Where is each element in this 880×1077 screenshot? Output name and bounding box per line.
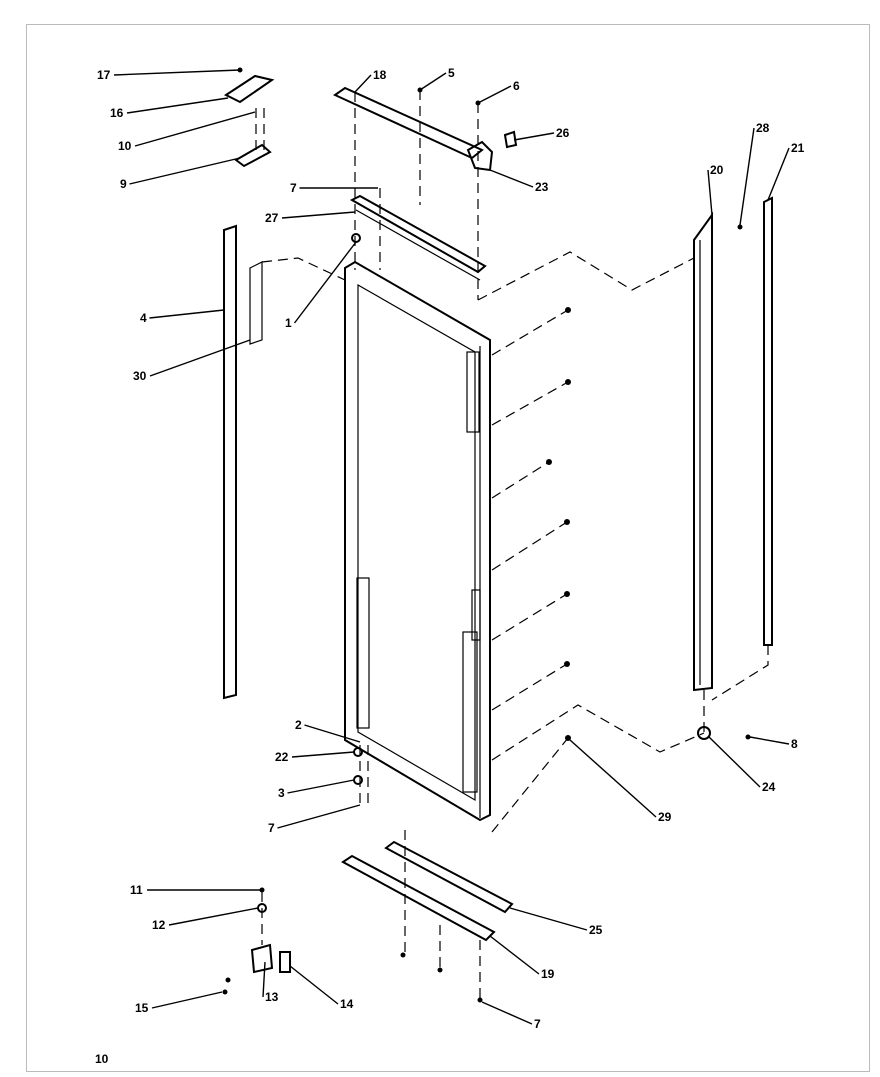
callout-label-19: 19 [541,967,555,981]
callout-label-30: 30 [133,369,147,383]
leader-line [569,739,657,818]
leader-line [149,339,251,377]
callout-label-17: 17 [97,68,111,82]
callout-label-7: 7 [534,1017,541,1031]
callout-label-14: 14 [340,997,354,1011]
leader-line [707,735,761,788]
top-rail [332,86,484,160]
diagram-frame [26,24,870,1072]
callout-label-7: 7 [268,821,275,835]
leader-line [419,72,447,91]
leader-line [287,779,355,794]
callout-label-18: 18 [373,68,387,82]
callout-label-2: 2 [295,718,302,732]
leader-line [489,169,534,188]
leader-line [289,965,339,1005]
callout-label-15: 15 [135,1001,149,1015]
leader-line [151,991,223,1009]
callout-label-13: 13 [265,990,279,1004]
alignment-lines [255,90,769,1000]
bottom-rail-25 [384,840,514,914]
leader-line [509,907,588,931]
bottom-rail-19 [341,854,496,942]
leader-line [293,241,357,324]
top-channel [349,194,487,274]
callout-label-20: 20 [710,163,724,177]
leader-line [767,147,790,201]
callout-label-11: 11 [130,883,143,897]
leader-line [277,804,361,829]
leader-line [707,169,713,216]
leader-line [489,935,540,975]
callout-label-9: 9 [120,177,127,191]
callout-label-16: 16 [110,106,124,120]
leader-line [481,1001,533,1025]
gasket-strip-4 [223,224,237,700]
callout-label-10: 10 [118,139,132,153]
callout-label-23: 23 [535,180,549,194]
callout-label-6: 6 [513,79,520,93]
hinge-16 [223,74,275,104]
leader-line [262,961,266,998]
callout-label-12: 12 [152,918,166,932]
leader-line [749,736,790,745]
callout-label-28: 28 [756,121,770,135]
callout-label-25: 25 [589,923,603,937]
leader-line [354,74,372,93]
callout-label-3: 3 [278,786,285,800]
stop-26 [503,130,518,149]
page-number: 10 [95,1052,109,1066]
hinge-9 [234,143,272,168]
callout-label-1: 1 [285,316,292,330]
bracket-14 [279,951,291,973]
leader-line [477,85,512,104]
strip-20 [693,211,713,692]
leader-line [281,211,356,219]
leader-line [739,127,755,226]
callout-label-4: 4 [140,311,147,325]
callout-label-5: 5 [448,66,455,80]
strip-21 [763,196,773,646]
strip-30 [249,261,263,345]
hinge-bracket [466,140,494,172]
callout-label-21: 21 [791,141,805,155]
leader-line [291,751,355,758]
leader-line [129,157,241,185]
leader-line [304,724,361,743]
callout-label-29: 29 [658,810,672,824]
leader-line [113,69,241,76]
leader-line [513,132,555,141]
leader-line [149,309,225,319]
screws [222,67,751,1003]
leader-line [134,111,256,147]
callout-label-22: 22 [275,750,289,764]
callout-label-24: 24 [762,780,776,794]
leader-line [168,907,259,926]
door-panel [344,260,491,822]
callout-label-7: 7 [290,181,297,195]
callout-label-26: 26 [556,126,570,140]
hinge-13 [250,943,274,974]
callout-label-8: 8 [791,737,798,751]
leader-line [126,97,229,114]
callout-label-27: 27 [265,211,279,225]
